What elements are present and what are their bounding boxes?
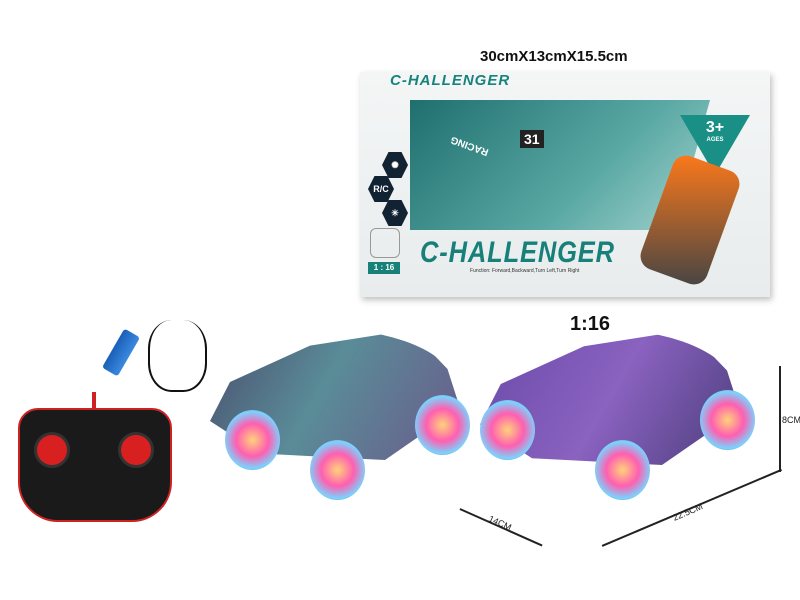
car-number: 31 [520,130,544,148]
box-scale-badge: 1 : 16 [368,262,400,274]
length-label: 22.5CM [671,501,705,523]
left-joystick [34,432,70,468]
rc-badge: R/C [368,176,394,202]
remote-outline-icon [370,228,400,258]
light-icon: ✳ [382,200,408,226]
led-wheel [225,410,280,470]
remote-controller [18,408,172,522]
wheel-icon: ✺ [382,152,408,178]
led-wheel [415,395,470,455]
led-wheel [700,390,755,450]
remote-antenna [92,392,96,410]
height-label: 8CM [782,415,800,425]
age-label: AGES [706,137,724,143]
led-wheel [310,440,365,500]
usb-cable [148,320,207,392]
height-dimension-line [779,366,781,472]
led-wheel [595,440,650,500]
age-value: 3+ [705,119,725,136]
box-dimensions: 30cmX13cmX15.5cm [480,48,628,65]
battery [101,328,141,377]
width-label: 14CM [487,513,514,533]
box-brand-top: C-HALLENGER [390,72,511,89]
scale-label: 1:16 [570,313,611,335]
led-wheel [480,400,535,460]
box-function-text: Function: Forward,Backward,Turn Left,Tur… [470,268,580,274]
box-brand: C-HALLENGER [420,236,615,269]
right-joystick [118,432,154,468]
